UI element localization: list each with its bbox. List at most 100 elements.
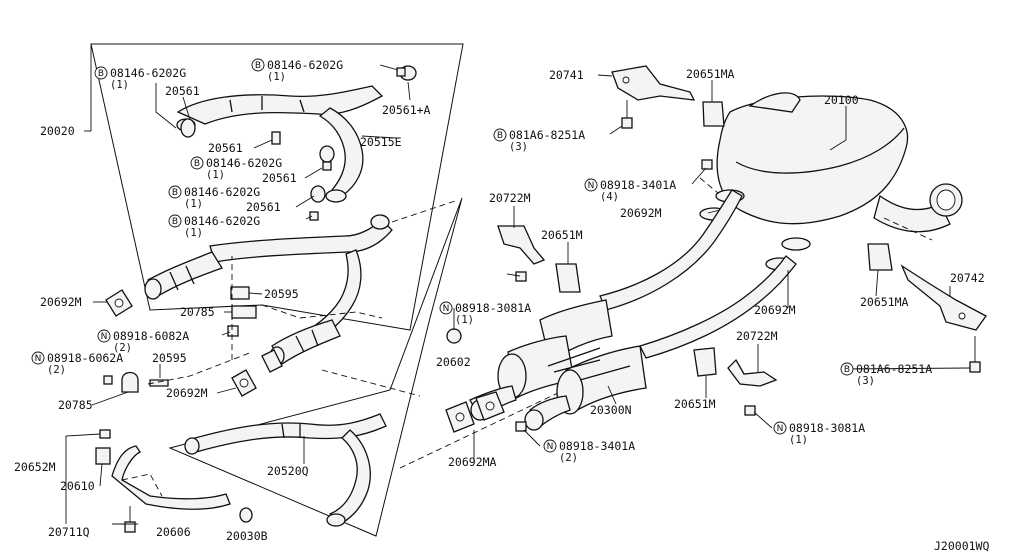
label-qty-8: (3) (509, 141, 528, 153)
label-20692ma: 20692MA (448, 455, 497, 469)
label-08146-2: 08146-6202G (267, 58, 343, 72)
center-tube-20520q (184, 413, 387, 527)
svg-text:N: N (443, 304, 450, 314)
label-08146-1: 08146-6202G (110, 66, 186, 80)
nut-20652m (99, 429, 111, 439)
label-qty-2: (1) (267, 71, 286, 83)
svg-text:B: B (497, 131, 503, 141)
label-20020: 20020 (40, 124, 75, 138)
label-qty-3: (1) (206, 169, 225, 181)
label-20722m-b: 20722M (736, 329, 778, 343)
label-20300n: 20300N (590, 403, 632, 417)
label-20652m: 20652M (14, 460, 56, 474)
label-qty-1: (1) (110, 79, 129, 91)
svg-text:B: B (844, 365, 850, 375)
label-08918-3081a-b: 08918-3081A (789, 421, 865, 435)
label-20785-a: 20785 (180, 305, 215, 319)
gasket-center (261, 349, 283, 373)
label-20030b: 20030B (226, 529, 268, 543)
clamp-20561-a (180, 118, 196, 138)
label-20711q: 20711Q (48, 525, 90, 539)
bracket-20711q (111, 445, 231, 510)
insulator-20651m-a (555, 263, 581, 293)
label-20692m-c: 20692M (620, 206, 662, 220)
label-20742: 20742 (950, 271, 985, 285)
label-qty-4: (1) (184, 198, 203, 210)
nut-08918-3401-a (701, 159, 713, 170)
label-08146-5: 08146-6202G (184, 214, 260, 228)
bracket-20785-b (121, 371, 139, 393)
svg-text:B: B (255, 61, 261, 71)
label-08918-3081a-a: 08918-3081A (455, 301, 531, 315)
nut-20030b (239, 507, 253, 523)
svg-text:B: B (172, 188, 178, 198)
hanger-bracket-20722m-a (497, 225, 546, 265)
nut-08918-3401-b (515, 421, 527, 432)
label-qty-10: (1) (455, 314, 474, 326)
label-20692m-d: 20692M (754, 303, 796, 317)
label-20651ma-a: 20651MA (686, 67, 735, 81)
label-08918-3401a-b: 08918-3401A (559, 439, 635, 453)
label-20741: 20741 (549, 68, 584, 82)
label-20692m-b: 20692M (166, 386, 208, 400)
center-exhaust-tube-20300n (469, 189, 797, 431)
label-20100: 20100 (824, 93, 859, 107)
label-20561-c: 20561 (262, 171, 297, 185)
label-20651ma-b: 20651MA (860, 295, 909, 309)
label-08918-6082a: 08918-6082A (113, 329, 189, 343)
nut-08918-3081-b (744, 405, 756, 416)
label-20561-d: 20561 (246, 200, 281, 214)
bolt-081a6-a (621, 100, 633, 129)
front-exhaust-tube-upper (176, 85, 384, 203)
label-20651m-b: 20651M (674, 397, 716, 411)
label-20722m-a: 20722M (489, 191, 531, 205)
svg-text:B: B (98, 69, 104, 79)
label-20561-plus-a: 20561+A (382, 103, 431, 117)
insulator-20651m-b (693, 347, 717, 377)
hanger-bracket-20722m-b (727, 358, 778, 387)
svg-text:N: N (35, 354, 42, 364)
bolt-081a6-b (969, 336, 981, 373)
svg-text:N: N (101, 332, 108, 342)
nut-small (103, 375, 113, 385)
label-20610: 20610 (60, 479, 95, 493)
label-qty-11: (3) (856, 375, 875, 387)
label-20520q: 20520Q (267, 464, 309, 478)
svg-text:B: B (194, 159, 200, 169)
label-081a6-b: 081A6-8251A (856, 362, 932, 376)
label-20692m-a: 20692M (40, 295, 82, 309)
svg-text:N: N (777, 424, 784, 434)
front-exhaust-tube-lower (144, 214, 393, 366)
muffler-20100 (716, 92, 963, 233)
label-20561-a: 20561 (165, 84, 200, 98)
label-20785-b: 20785 (58, 398, 93, 412)
label-081a6-a: 081A6-8251A (509, 128, 585, 142)
bushing-20610 (95, 447, 111, 465)
svg-text:N: N (547, 442, 554, 452)
label-20595-b: 20595 (152, 351, 187, 365)
sensor-20595 (230, 286, 250, 300)
label-08918-6062a: 08918-6062A (47, 351, 123, 365)
nut-08918-3081-a (515, 271, 527, 282)
svg-text:B: B (172, 217, 178, 227)
gasket-20692ma (445, 391, 505, 433)
clamp-20561-c (319, 145, 335, 163)
bolt-upper-1 (396, 67, 406, 77)
nut-symbols: N N N N N N (31, 178, 787, 453)
hanger-bracket-20741 (611, 65, 696, 101)
label-20606: 20606 (156, 525, 191, 539)
label-qty-7: (2) (47, 364, 66, 376)
label-20651m-a: 20651M (541, 228, 583, 242)
label-08146-3: 08146-6202G (206, 156, 282, 170)
bolt-upper-2 (322, 161, 332, 171)
bracket-20785-a (231, 305, 257, 319)
label-qty-12: (1) (789, 434, 808, 446)
label-qty-5: (1) (184, 227, 203, 239)
label-20515e: 20515E (360, 135, 402, 149)
label-qty-13: (2) (559, 452, 578, 464)
label-08918-3401a-a: 08918-3401A (600, 178, 676, 192)
gasket-20692m-b (231, 369, 257, 397)
label-qty-6: (2) (113, 342, 132, 354)
clamp-20561-b (271, 131, 281, 145)
